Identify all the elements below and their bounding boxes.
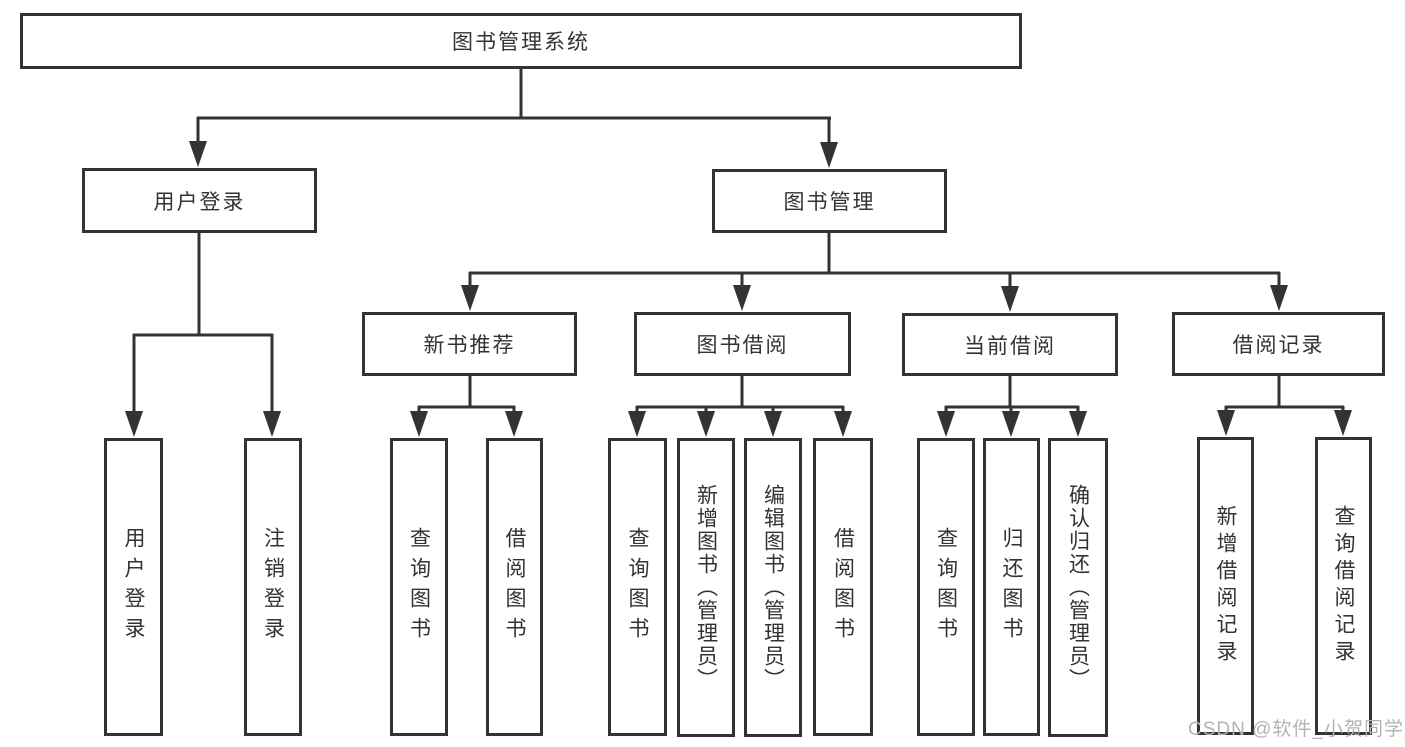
csdn-watermark: CSDN @软件_小贺同学	[1188, 719, 1404, 740]
node-label: 注销登录	[261, 527, 285, 647]
node-user-login: 用户登录	[82, 168, 317, 233]
leaf-query-books-3: 查询图书	[917, 438, 975, 736]
leaf-borrow-books-1: 借阅图书	[486, 438, 543, 736]
leaf-borrow-books-2: 借阅图书	[813, 438, 873, 736]
leaf-query-books-1: 查询图书	[390, 438, 448, 736]
node-label: 图书借阅	[696, 334, 789, 357]
leaf-query-borrow-record: 查询借阅记录	[1315, 437, 1372, 735]
node-label: 查询借阅记录	[1332, 505, 1355, 667]
node-label: 图书管理	[783, 191, 876, 214]
leaf-add-books-admin: 新增图书（管理员）	[677, 438, 735, 737]
node-label: 用户登录	[153, 190, 246, 214]
node-label: 查询图书	[934, 527, 958, 647]
leaf-user-login: 用户登录	[104, 438, 163, 736]
node-label: 当前借阅	[964, 334, 1056, 358]
node-label: 借阅记录	[1232, 334, 1325, 357]
node-label: 新书推荐	[423, 334, 516, 357]
node-current-borrowing: 当前借阅	[902, 313, 1118, 376]
node-new-book-recommend: 新书推荐	[362, 312, 577, 376]
node-borrowing-records: 借阅记录	[1172, 312, 1385, 376]
leaf-query-books-2: 查询图书	[608, 438, 667, 736]
leaf-logout: 注销登录	[244, 438, 302, 736]
leaf-add-borrow-record: 新增借阅记录	[1197, 437, 1254, 735]
node-book-borrowing: 图书借阅	[634, 312, 851, 376]
node-label: 归还图书	[1000, 527, 1023, 647]
leaf-return-books: 归还图书	[983, 438, 1040, 736]
node-label: 新增图书（管理员）	[694, 484, 718, 691]
node-label: 图书管理系统	[452, 31, 590, 54]
node-label: 查询图书	[626, 527, 649, 647]
node-book-management: 图书管理	[712, 169, 947, 233]
node-library-management-system: 图书管理系统	[20, 13, 1022, 69]
node-label: 用户登录	[122, 527, 145, 647]
leaf-edit-books-admin: 编辑图书（管理员）	[744, 438, 802, 737]
node-label: 查询图书	[407, 527, 431, 647]
node-label: 新增借阅记录	[1214, 505, 1237, 667]
node-label: 确认归还（管理员）	[1066, 484, 1090, 691]
node-label: 借阅图书	[503, 527, 526, 647]
leaf-confirm-return-admin: 确认归还（管理员）	[1048, 438, 1108, 737]
node-label: 编辑图书（管理员）	[761, 484, 785, 691]
node-label: 借阅图书	[831, 527, 855, 647]
